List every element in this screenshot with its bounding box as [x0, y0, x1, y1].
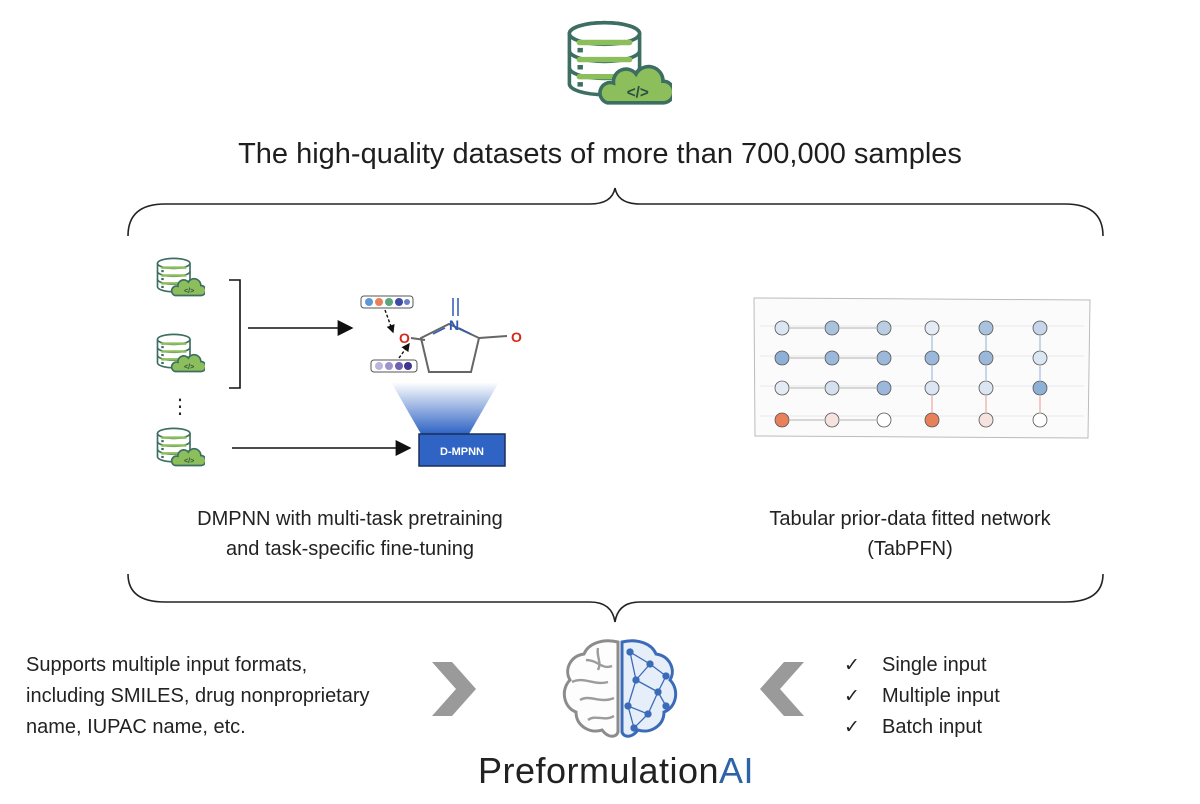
- tabpfn-node: [1032, 380, 1048, 396]
- dmpnn-label: D-MPNN: [440, 446, 484, 458]
- bottom-brace: [127, 573, 1104, 623]
- tabpfn-node: [924, 320, 940, 336]
- tabpfn-node: [774, 320, 790, 336]
- top-brace: [127, 187, 1104, 237]
- dmpnn-caption: DMPNN with multi-task pretraining and ta…: [197, 508, 503, 560]
- tabpfn-node: [924, 412, 940, 428]
- tabpfn-node: [824, 320, 840, 336]
- atom-oxygen-right: O: [511, 329, 522, 345]
- input-mode-label: Single input: [882, 654, 987, 676]
- dmpnn-funnel: [391, 382, 499, 434]
- headline: The high-quality datasets of more than 7…: [238, 138, 962, 170]
- tabpfn-node: [774, 380, 790, 396]
- input-mode-item: ✓ Batch input: [844, 712, 1000, 743]
- input-mode-label: Batch input: [882, 716, 983, 738]
- atom-oxygen-left: O: [399, 330, 410, 346]
- tabpfn-node: [978, 412, 994, 428]
- database-cloud-icon: [155, 256, 205, 300]
- dmpnn-diagram: O N O D-MPNN: [360, 295, 522, 467]
- input-mode-label: Multiple input: [882, 685, 1000, 707]
- tabpfn-node: [924, 380, 940, 396]
- tabpfn-node: [924, 350, 940, 366]
- tabpfn-node: [978, 320, 994, 336]
- tabpfn-node: [824, 350, 840, 366]
- tabpfn-node: [774, 350, 790, 366]
- database-cloud-icon: [155, 332, 205, 376]
- tabpfn-node: [876, 412, 892, 428]
- atom-feature-vector: [360, 295, 414, 309]
- bond-feature-vector: [370, 359, 418, 373]
- tabpfn-caption: Tabular prior-data fitted network (TabPF…: [769, 508, 1051, 560]
- check-icon: ✓: [844, 716, 860, 738]
- tabpfn-node: [978, 350, 994, 366]
- tabpfn-node: [824, 412, 840, 428]
- tabpfn-node: [774, 412, 790, 428]
- check-icon: ✓: [844, 654, 860, 676]
- input-mode-item: ✓ Single input: [844, 650, 1000, 681]
- database-cloud-icon: [155, 426, 205, 470]
- input-formats-text: Supports multiple input formats, includi…: [26, 654, 370, 738]
- tabpfn-diagram: [753, 297, 1091, 439]
- tabpfn-node: [1032, 320, 1048, 336]
- input-mode-item: ✓ Multiple input: [844, 681, 1000, 712]
- tabpfn-node: [876, 380, 892, 396]
- check-icon: ✓: [844, 685, 860, 707]
- chevron-right-icon: [432, 662, 476, 716]
- tabpfn-node: [1032, 350, 1048, 366]
- ellipsis: ⋮: [170, 396, 190, 418]
- tabpfn-node: [978, 380, 994, 396]
- atom-nitrogen: N: [449, 317, 459, 333]
- tabpfn-node: [824, 380, 840, 396]
- chevron-left-icon: [760, 662, 804, 716]
- tabpfn-node: [876, 350, 892, 366]
- tabpfn-node: [1032, 412, 1048, 428]
- brain-icon: [562, 639, 678, 738]
- tabpfn-node: [876, 320, 892, 336]
- brand-logo: PreformulationAI: [477, 750, 755, 791]
- tabpfn-nodes: [774, 320, 1048, 428]
- input-modes-list: ✓ Single input ✓ Multiple input ✓ Batch input: [844, 650, 1000, 743]
- dmpnn-block: [418, 433, 506, 467]
- dataset-group-bracket: [229, 279, 241, 389]
